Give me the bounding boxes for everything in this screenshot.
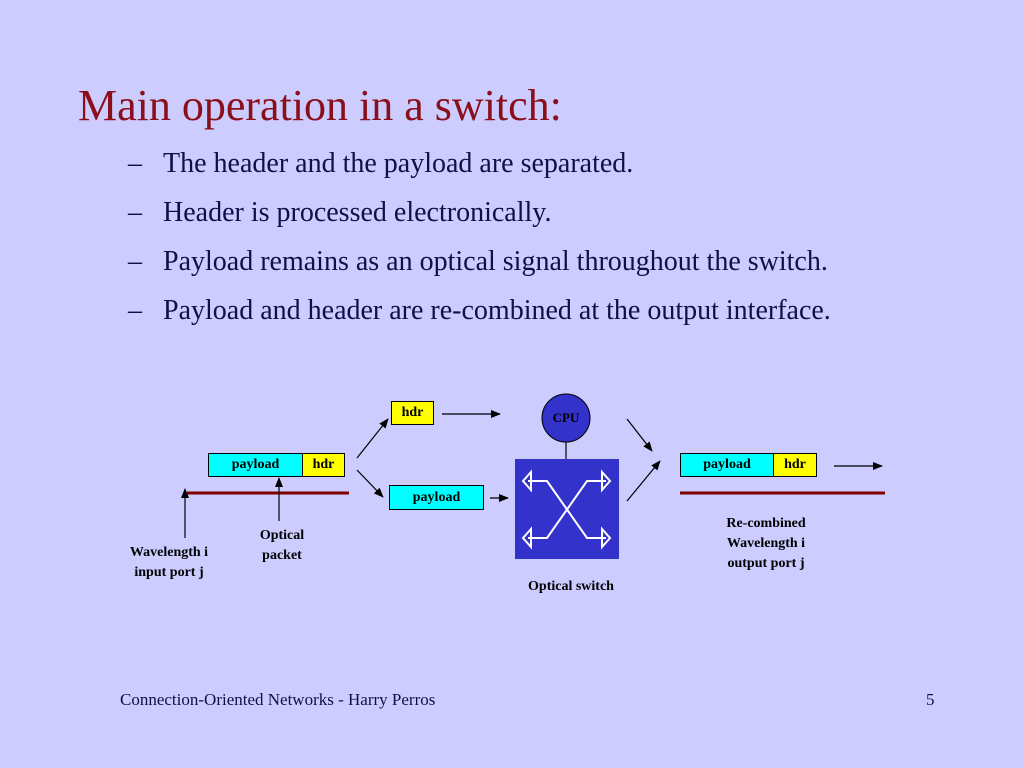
split-hdr-box: hdr: [391, 401, 434, 425]
bullet-list: –The header and the payload are separate…: [128, 146, 831, 342]
split-arrow-down: [356, 469, 384, 498]
bullet-item: –Payload and header are re-combined at t…: [128, 293, 831, 342]
bullet-text: Header is processed electronically.: [163, 197, 552, 228]
bullet-text: Payload and header are re-combined at th…: [163, 295, 831, 326]
bullet-marker: –: [128, 197, 142, 228]
input-hdr-box: hdr: [302, 453, 345, 477]
split-payload-box: payload: [389, 485, 484, 510]
optical-switch-label: Optical switch: [528, 579, 614, 594]
cpu-label: CPU: [552, 410, 580, 425]
bullet-marker: –: [128, 295, 142, 326]
bullet-item: –Header is processed electronically.: [128, 195, 831, 244]
optical-packet-label-line2: packet: [262, 548, 302, 563]
bullet-text: The header and the payload are separated…: [163, 148, 634, 179]
input-port-label-line2: input port j: [134, 565, 204, 580]
split-arrow-up: [356, 418, 389, 459]
output-payload-box: payload: [680, 453, 774, 477]
input-payload-box: payload: [208, 453, 303, 477]
slide-title: Main operation in a switch:: [78, 81, 562, 130]
input-port-label-line1: Wavelength i: [129, 545, 209, 560]
cpu-circle: [541, 393, 591, 443]
page-number: 5: [926, 690, 935, 709]
bullet-marker: –: [128, 246, 142, 277]
bullet-item: –Payload remains as an optical signal th…: [128, 244, 831, 293]
footer-text: Connection-Oriented Networks - Harry Per…: [120, 690, 436, 709]
output-port-label-line1: Re-combined: [726, 516, 806, 531]
input-port-label: Wavelength i input port j: [110, 543, 228, 583]
optical-switch-icon: [515, 459, 619, 559]
cpu-to-output-arrow: [626, 418, 653, 452]
output-port-label-line3: output port j: [727, 556, 805, 571]
output-port-label-line2: Wavelength i: [726, 536, 806, 551]
optical-packet-label: Optical packet: [240, 526, 324, 566]
output-port-label: Re-combined Wavelength i output port j: [700, 514, 832, 574]
optical-packet-label-line1: Optical: [259, 528, 305, 543]
switch-to-output-arrow: [626, 460, 661, 502]
output-hdr-box: hdr: [773, 453, 817, 477]
bullet-text: Payload remains as an optical signal thr…: [163, 246, 828, 277]
bullet-item: –The header and the payload are separate…: [128, 146, 831, 195]
bullet-marker: –: [128, 148, 142, 179]
